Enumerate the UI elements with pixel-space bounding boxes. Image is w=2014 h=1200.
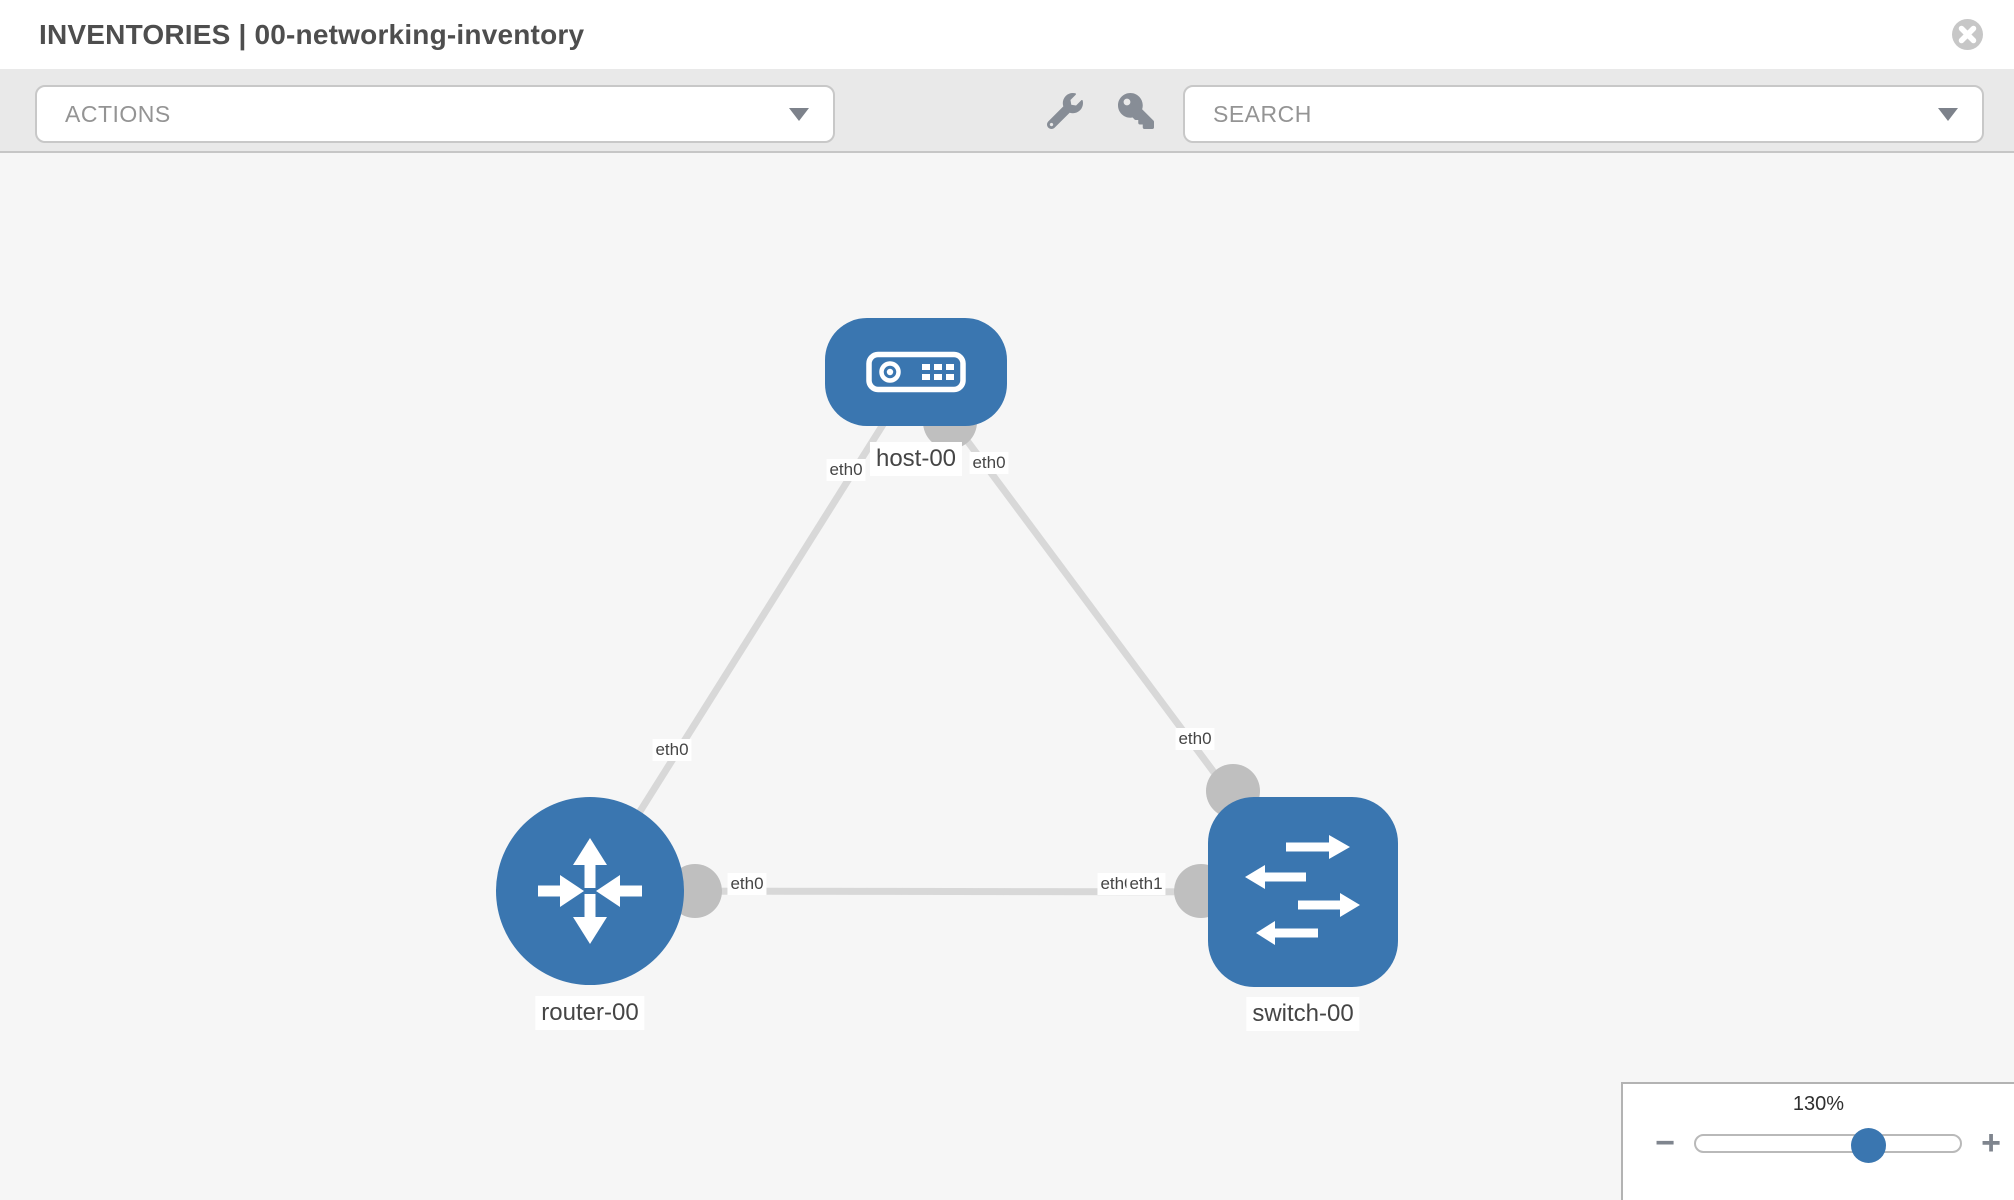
node-router-00[interactable] <box>496 797 684 985</box>
actions-dropdown[interactable]: ACTIONS <box>35 85 835 143</box>
link-host-router <box>587 370 919 893</box>
switch-icon <box>1245 835 1360 945</box>
node-switch-00[interactable] <box>1208 797 1398 987</box>
zoom-slider[interactable] <box>1694 1127 1962 1163</box>
zoom-panel: 130% − + <box>1621 1082 2014 1200</box>
zoom-in-button[interactable]: + <box>1981 1124 2001 1162</box>
zoom-level: 130% <box>1792 1093 1845 1115</box>
search-dropdown-label: SEARCH <box>1213 100 1312 127</box>
chevron-down-icon <box>1938 107 1958 121</box>
page-title: INVENTORIES | 00-networking-inventory <box>39 18 585 50</box>
search-dropdown[interactable]: SEARCH <box>1183 85 1984 143</box>
zoom-slider-thumb[interactable] <box>1851 1127 1886 1163</box>
wrench-icon[interactable] <box>1047 93 1083 129</box>
host-icon <box>866 351 966 393</box>
node-host-00[interactable] <box>825 318 1007 426</box>
close-icon[interactable] <box>1951 18 1984 51</box>
actions-dropdown-label: ACTIONS <box>65 100 171 127</box>
zoom-out-button[interactable]: − <box>1655 1124 1675 1162</box>
toolbar: ACTIONS SEARCH <box>0 69 2014 153</box>
key-icon[interactable] <box>1118 93 1154 129</box>
page-header: INVENTORIES | 00-networking-inventory <box>0 0 2014 69</box>
router-icon <box>538 838 642 944</box>
chevron-down-icon <box>789 107 809 121</box>
